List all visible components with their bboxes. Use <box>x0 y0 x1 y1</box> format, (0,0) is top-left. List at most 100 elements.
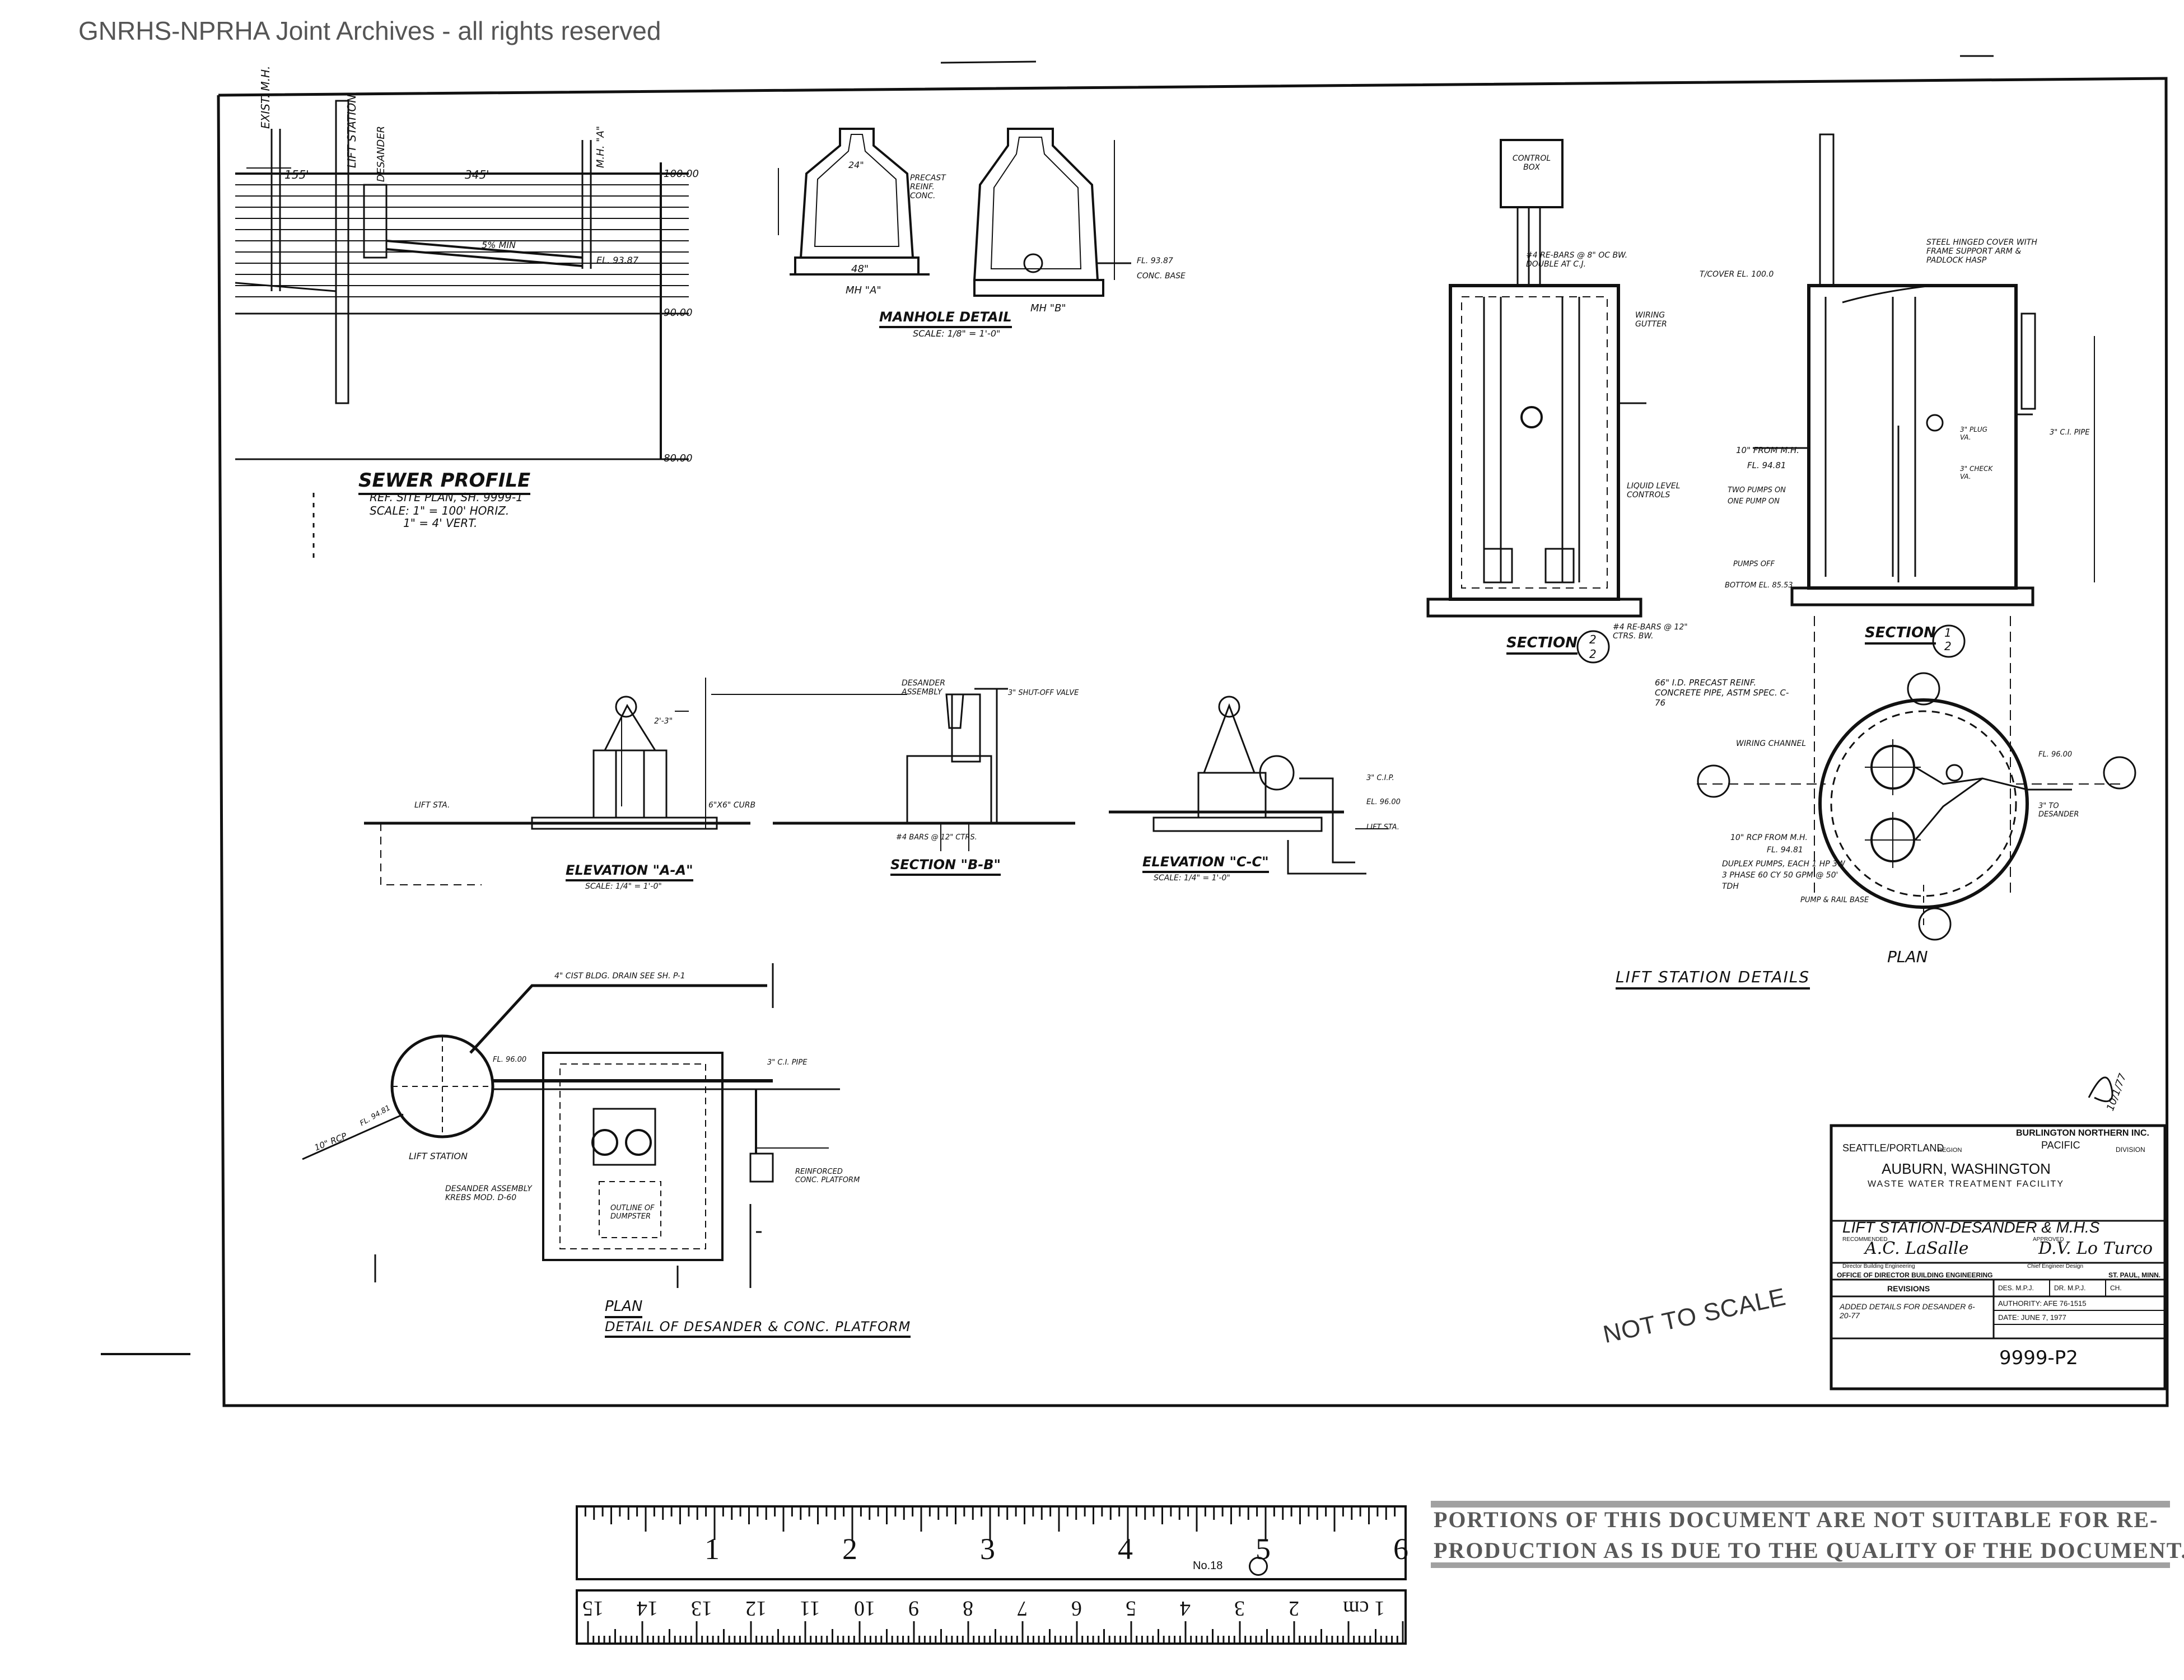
desander-assembly: DESANDER ASSEMBLY KREBS MOD. D-60 <box>445 1184 532 1202</box>
section2-title: SECTION <box>1506 634 1578 655</box>
tb-sig2: D.V. Lo Turco <box>2038 1239 2153 1258</box>
section1-from-mh: 10" FROM M.H. <box>1736 445 1800 455</box>
elevation-cc-drawing <box>1109 696 1389 875</box>
section1-title: SECTION <box>1865 624 1936 645</box>
ruler-cm-label: 12 <box>745 1597 767 1620</box>
tb-city: ST. PAUL, MINN. <box>2108 1271 2161 1279</box>
manhole-detail-drawing <box>778 128 1131 297</box>
elevation-aa-lift-sta: LIFT STA. <box>414 801 450 810</box>
ruler-cm-label: 3 <box>1234 1597 1245 1620</box>
section2-control-box: CONTROL BOX <box>1512 154 1551 172</box>
ruler-cm-label: 6 <box>1071 1597 1082 1620</box>
sewer-profile-label-345: 345' <box>465 168 489 181</box>
lift-plan-pipe-note: 66" I.D. PRECAST REINF. CONCRETE PIPE, A… <box>1655 678 1789 708</box>
tb-dr: DR. M.P.J. <box>2054 1284 2086 1292</box>
lift-station-details-title: LIFT STATION DETAILS <box>1616 968 1810 990</box>
tb-approved: APPROVED <box>2033 1236 2064 1243</box>
section-bb-valve: 3" SHUT-OFF VALVE <box>1008 689 1079 697</box>
elevation-aa-scale: SCALE: 1/4" = 1'-0" <box>585 882 662 891</box>
section2-title-text: SECTION <box>1506 634 1578 651</box>
ruler-cm-label: 4 <box>1180 1597 1191 1620</box>
tb-revision-note: ADDED DETAILS FOR DESANDER 6-20-77 <box>1840 1302 1975 1320</box>
manhole-note-24: 24" <box>848 160 864 170</box>
section1-bottom-el: BOTTOM EL. 85.53 <box>1725 581 1793 590</box>
section1-fl: FL. 94.81 <box>1747 460 1786 470</box>
sewer-profile-ref: REF. SITE PLAN, SH. 9999-1 <box>370 491 523 504</box>
elevation-cc-el: EL. 96.00 <box>1366 798 1401 806</box>
ruler-cm-label: 2 <box>1289 1597 1299 1620</box>
ruler-cm-label: 15 <box>582 1597 604 1620</box>
section1-title-text: SECTION <box>1865 624 1936 641</box>
title-block-frame <box>1830 1124 2167 1390</box>
tb-sig1-title: Director Building Engineering <box>1842 1263 1915 1270</box>
ruler-inch-label: 3 <box>980 1532 995 1566</box>
desander-ci-pipe: 3" C.I. PIPE <box>767 1058 808 1067</box>
tb-ch: CH. <box>2110 1284 2122 1292</box>
sewer-profile-drawing <box>235 100 689 560</box>
manhole-note-fl: FL. 93.87 <box>1137 256 1173 265</box>
section1-one-pump: ONE PUMP ON <box>1728 497 1780 506</box>
sewer-profile-scale-h: SCALE: 1" = 100' HORIZ. <box>370 504 510 517</box>
section2-den: 2 <box>1589 647 1597 661</box>
tb-company: BURLINGTON NORTHERN INC. <box>2016 1128 2149 1138</box>
ruler-cm-label: 10 <box>854 1597 875 1620</box>
section2-rebars-bottom: #4 RE-BARS @ 12" CTRS. BW. <box>1613 623 1688 641</box>
sewer-profile-label-lift: LIFT STATION <box>345 94 358 168</box>
drawing-border <box>217 77 2169 1407</box>
ruler-inch-label: 1 <box>704 1532 720 1566</box>
tb-division: PACIFIC <box>2041 1140 2080 1151</box>
desander-plan-subtitle: DETAIL OF DESANDER & CONC. PLATFORM <box>605 1319 911 1338</box>
ruler-inch-label: 2 <box>842 1532 857 1566</box>
section1-den: 2 <box>1944 640 1952 653</box>
lift-plan-fl: FL. 94.81 <box>1767 846 1803 855</box>
elevation-cc-lift-sta: LIFT STA. <box>1366 823 1399 832</box>
disclaimer-line-1: PORTIONS OF THIS DOCUMENT ARE NOT SUITAB… <box>1434 1507 2159 1532</box>
manhole-right-label: MH "B" <box>1030 302 1066 314</box>
ruler-cm-label: 5 <box>1126 1597 1136 1620</box>
section1-cover-note: STEEL HINGED COVER WITH FRAME SUPPORT AR… <box>1926 238 2037 265</box>
sewer-profile-label-el: EL. 93.87 <box>596 255 638 265</box>
sewer-profile-label-155: 155' <box>284 168 309 181</box>
elevation-cc-cip: 3" C.I.P. <box>1366 774 1394 782</box>
ruler-cm-label: 8 <box>963 1597 973 1620</box>
lift-plan-rcp: 10" RCP FROM M.H. <box>1730 833 1808 842</box>
tb-region-label: REGION <box>1938 1147 1962 1154</box>
sewer-profile-label-slope: 5% MIN <box>482 240 516 250</box>
sewer-elev-100: 100.00 <box>664 168 699 180</box>
section-bb-desander: DESANDER ASSEMBLY <box>902 679 945 697</box>
tb-location: AUBURN, WASHINGTON <box>1882 1160 2051 1177</box>
ruler-logo-icon <box>1249 1557 1268 1576</box>
lift-plan-rail-base: PUMP & RAIL BASE <box>1800 896 1869 904</box>
ruler-cm-label: 13 <box>691 1597 712 1620</box>
desander-dumpster: OUTLINE OF DUMPSTER <box>610 1204 655 1221</box>
elevation-cc-scale: SCALE: 1/4" = 1'-0" <box>1154 874 1230 883</box>
tb-office: OFFICE OF DIRECTOR BUILDING ENGINEERING <box>1837 1271 1993 1279</box>
ruler-graphic <box>576 1505 1407 1645</box>
lift-plan-title: PLAN <box>1887 948 1928 966</box>
section1-ci-pipe: 3" C.I. PIPE <box>2050 428 2090 437</box>
elevation-aa-dim: 2'-3" <box>654 717 673 726</box>
section-bb-drawing <box>773 688 1075 851</box>
desander-lift-station: LIFT STATION <box>409 1151 468 1161</box>
tb-recommended: RECOMMENDED <box>1842 1236 1888 1243</box>
lift-plan-wiring-channel: WIRING CHANNEL <box>1736 739 1807 748</box>
desander-plan-drawing <box>302 963 840 1288</box>
sewer-profile-label-mha: M.H. "A" <box>595 125 606 168</box>
section2-liquid-level: LIQUID LEVEL CONTROLS <box>1627 482 1681 500</box>
tb-sig2-title: Chief Engineer Design <box>2027 1263 2084 1270</box>
tb-division-label: DIVISION <box>2116 1146 2145 1154</box>
sewer-profile-title: SEWER PROFILE <box>358 469 531 495</box>
section2-wiring-gutter: WIRING GUTTER <box>1635 311 1667 329</box>
manhole-note-precast: PRECAST REINF. CONC. <box>910 174 946 200</box>
tb-authority: AUTHORITY: AFE 76-1515 <box>1998 1299 2087 1308</box>
section2-rebars-note: #4 RE-BARS @ 8" oc BW. DOUBLE AT C.J. <box>1526 251 1628 269</box>
sewer-elev-90: 90.00 <box>664 307 693 319</box>
tb-sheet-no: 9999-P2 <box>1999 1347 2078 1369</box>
manhole-note-48: 48" <box>851 263 869 275</box>
ruler-cm-label: 9 <box>908 1597 919 1620</box>
section-2-drawing <box>1426 139 1646 618</box>
lift-plan-pumps: DUPLEX PUMPS, EACH 1 HP 3W 3 PHASE 60 CY… <box>1722 860 1845 891</box>
lift-plan-drawing <box>1576 624 2136 941</box>
elevation-aa-title: ELEVATION "A-A" <box>566 862 693 881</box>
